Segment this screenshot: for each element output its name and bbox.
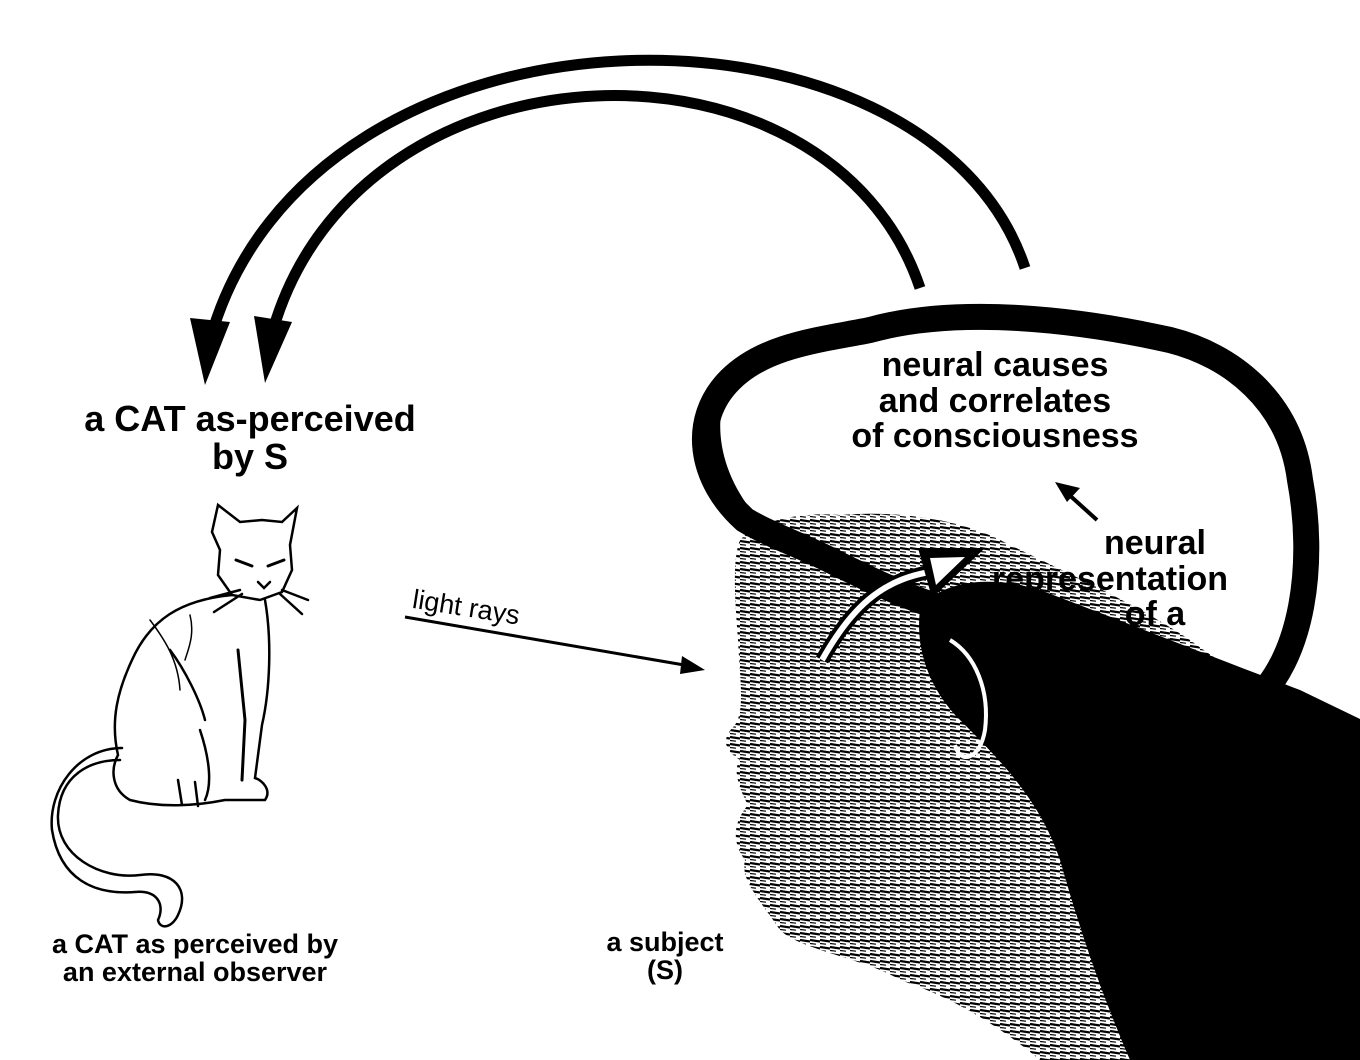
label-line: a subject [606, 927, 724, 957]
neural-causes-label: neural causes and correlates of consciou… [805, 346, 1185, 456]
neural-link-arrow [1055, 482, 1099, 522]
label-line: representation [991, 559, 1229, 598]
light-ray-arrow [404, 615, 705, 674]
label-line: of consciousness [851, 417, 1139, 456]
brain-outline [691, 303, 1320, 736]
projection-arrow [815, 548, 985, 664]
label-line: by S [211, 435, 289, 477]
label-line: (S) [647, 955, 683, 986]
cat-illustration [50, 502, 310, 928]
label-line: a CAT as-perceived [84, 398, 416, 439]
label-line: cat [1125, 631, 1175, 670]
subject-label: a subject (S) [570, 928, 760, 985]
cat-external-observer-label: a CAT as perceived by an external observ… [0, 930, 390, 987]
label-line: neural [1103, 524, 1207, 562]
cat-as-perceived-by-s-label: a CAT as-perceived by S [30, 400, 470, 476]
label-line: an external observer [62, 957, 328, 988]
label-line: neural causes [881, 346, 1109, 384]
neural-representation-label: neural representation of a cat [955, 524, 1265, 670]
label-line: of a [1124, 595, 1186, 634]
label-line: and correlates [878, 381, 1112, 420]
projection-arrow [190, 54, 1031, 385]
label-line: a CAT as perceived by [51, 929, 339, 959]
